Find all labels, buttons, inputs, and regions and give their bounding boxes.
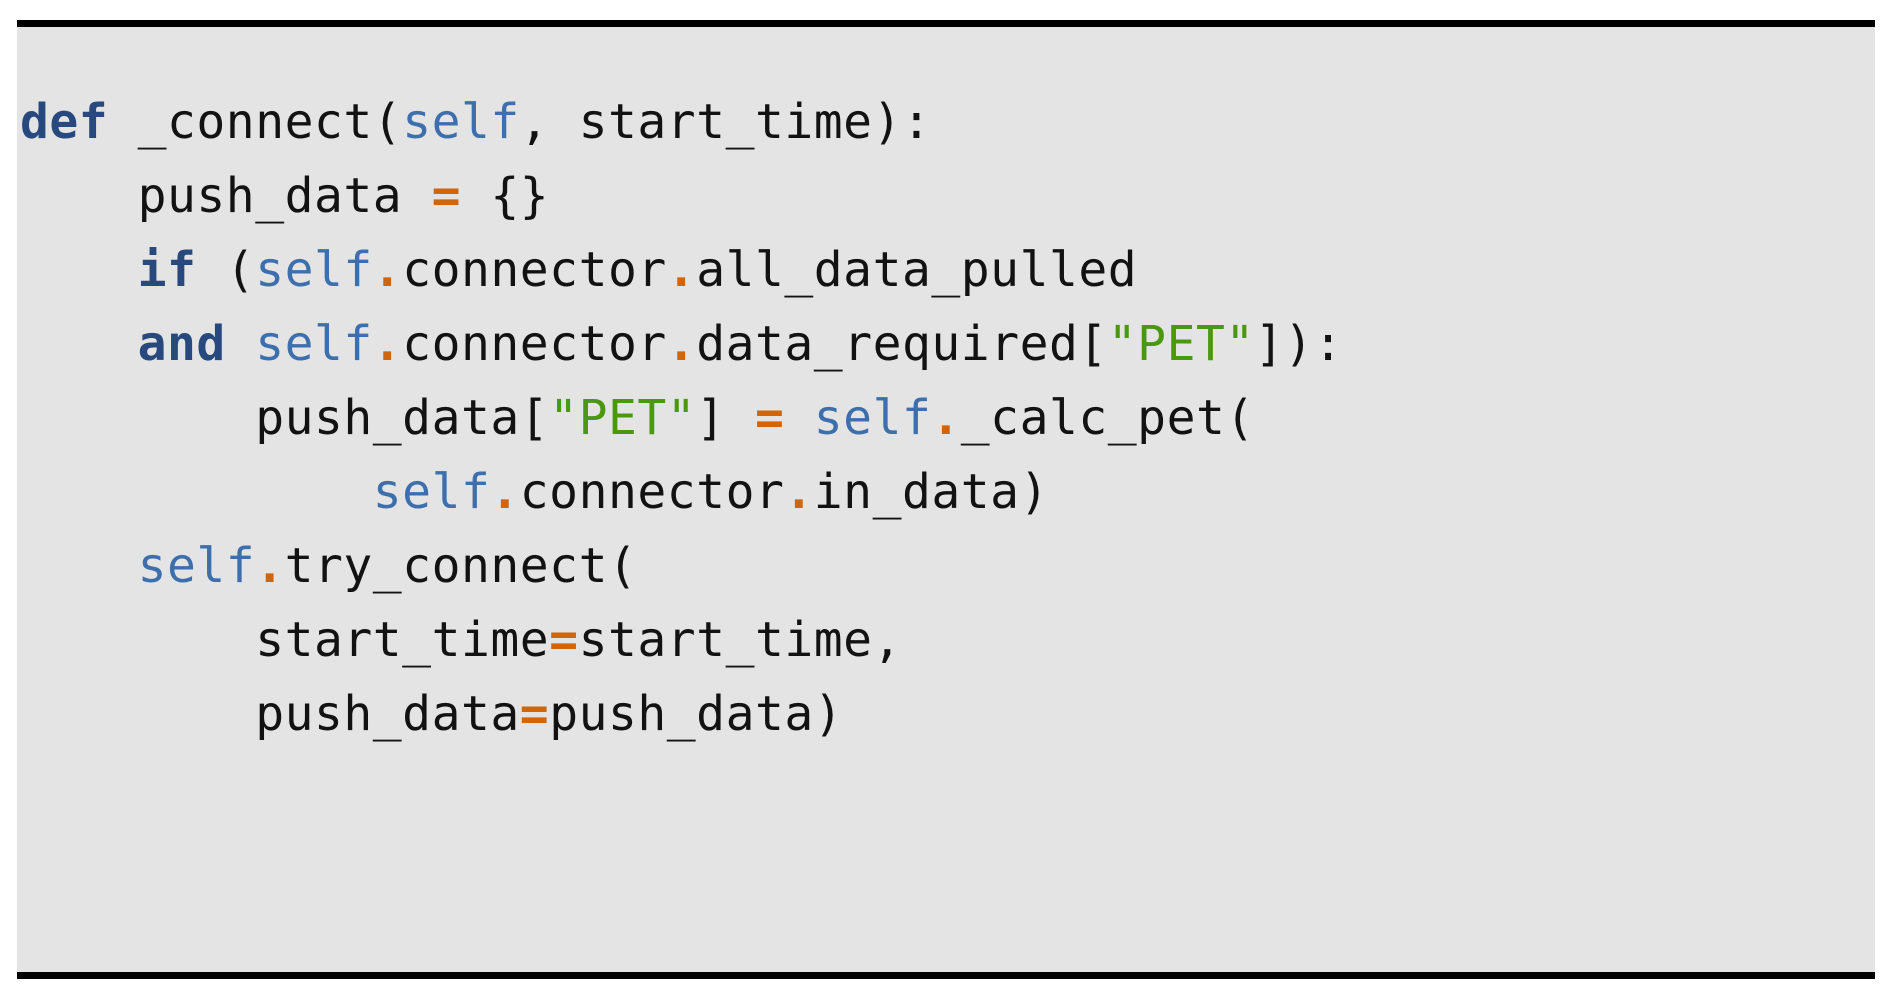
code-token-plain [226,316,255,372]
code-token-plain: in_data) [813,464,1049,520]
code-token-operator: . [372,316,403,372]
code-token-operator: . [666,242,697,298]
code-token-operator: = [431,168,461,224]
code-token-operator: . [931,390,961,446]
listing-top-rule [17,20,1875,27]
code-token-plain: push_data) [549,686,844,742]
code-line: def _connect(self, start_time): [20,85,1343,159]
code-token-self: self [255,316,373,372]
code-token-plain [20,538,138,594]
code-line: if (self.connector.all_data_pulled [20,233,1343,307]
code-line: push_data["PET"] = self._calc_pet( [20,381,1343,455]
code-token-self: self [813,390,932,446]
code-token-plain: _connect( [108,94,403,150]
code-token-keyword: and [137,316,226,372]
code-token-plain: ( [196,242,256,298]
code-token-operator: . [666,316,697,372]
code-token-self: self [255,242,373,298]
code-token-operator: . [255,538,285,594]
code-token-plain: connector [402,242,667,298]
code-token-plain: , start_time): [519,94,932,150]
code-block[interactable]: def _connect(self, start_time): push_dat… [20,85,1343,751]
code-token-plain: all_data_pulled [696,242,1138,298]
listing-bottom-rule [17,972,1875,979]
code-token-keyword: def [20,94,109,150]
code-token-operator: . [372,242,403,298]
code-token-self: self [137,538,256,594]
code-line: start_time=start_time, [20,603,1343,677]
code-token-plain: push_data [20,168,432,224]
code-token-plain: _calc_pet( [960,390,1255,446]
code-token-plain: start_time, [578,612,902,668]
code-line: self.try_connect( [20,529,1343,603]
code-token-plain: connector [402,316,667,372]
code-token-plain: push_data [20,686,520,742]
code-token-plain [784,390,813,446]
code-token-plain: connector [519,464,785,520]
code-line: push_data = {} [20,159,1343,233]
code-token-plain: push_data[ [20,390,550,446]
code-background-panel: def _connect(self, start_time): push_dat… [17,27,1875,972]
code-token-plain [20,464,373,520]
code-token-string: "PET" [1107,316,1255,372]
code-token-operator: . [784,464,814,520]
code-token-keyword: if [137,242,197,298]
code-token-plain: ] [696,390,755,446]
code-token-plain: {} [460,168,550,224]
code-token-operator: = [519,686,550,742]
code-line: and self.connector.data_required["PET"])… [20,307,1343,381]
code-line: self.connector.in_data) [20,455,1343,529]
code-token-self: self [402,94,520,150]
code-token-self: self [372,464,491,520]
code-token-operator: = [549,612,579,668]
code-token-string: "PET" [549,390,697,446]
code-token-operator: . [490,464,520,520]
code-token-plain [20,242,138,298]
code-token-plain [20,316,138,372]
code-token-plain: start_time [20,612,550,668]
code-token-plain: try_connect( [284,538,638,594]
code-token-plain: data_required[ [696,316,1108,372]
code-token-plain: ]): [1254,316,1343,372]
code-line: push_data=push_data) [20,677,1343,751]
code-token-operator: = [754,390,785,446]
